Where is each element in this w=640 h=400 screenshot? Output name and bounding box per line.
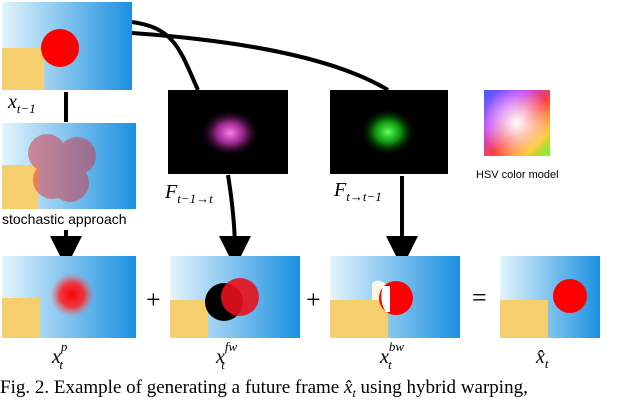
frame-xp (2, 256, 136, 338)
equals-sign: = (472, 283, 487, 312)
frame-xfw (170, 256, 300, 338)
frame-flow-fw (168, 90, 288, 174)
caption: Fig. 2. Example of generating a future f… (0, 377, 528, 400)
label-stochastic: stochastic approach (2, 211, 127, 227)
arrow-flow-fw-to-xfw (218, 174, 251, 268)
label-flow-fw: Ft−1→t (164, 181, 213, 206)
label-hsv: HSV color model (476, 169, 559, 181)
hsv-color-wheel (484, 90, 550, 156)
curve-to-flow-bw (131, 31, 390, 92)
frame-flow-bw (330, 90, 448, 174)
label-xhat: x̂t (535, 346, 549, 371)
frame-xhat (500, 256, 600, 338)
connectors (64, 20, 390, 122)
plus-sign-2: + (306, 285, 321, 314)
curve-to-flow-fw (131, 20, 200, 91)
label-flow-bw: Ft→t−1 (333, 179, 382, 204)
frame-x-prev (2, 2, 132, 90)
plus-sign-1: + (146, 285, 161, 314)
frame-stochastic (2, 123, 136, 209)
frame-xbw (330, 256, 460, 338)
label-x-prev: xt−1 (7, 91, 36, 116)
